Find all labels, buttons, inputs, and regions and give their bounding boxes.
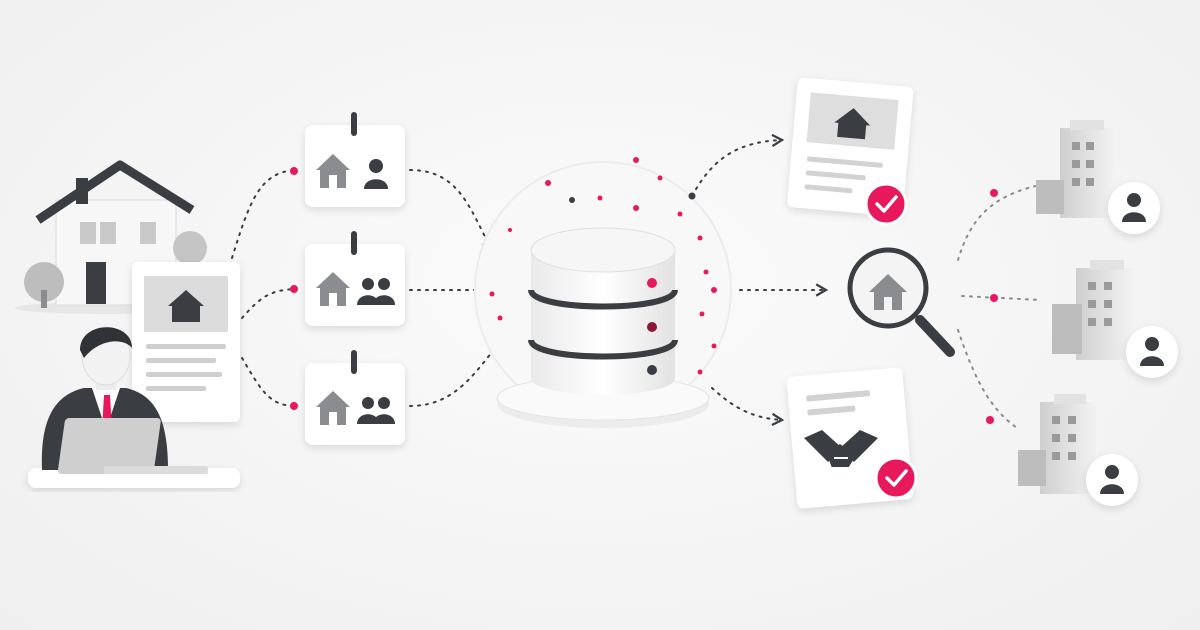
user-icon [1122, 193, 1146, 222]
connector-dot [290, 402, 298, 410]
handshake-icon [804, 430, 878, 469]
users-icon [357, 397, 395, 424]
users-icon [357, 278, 395, 305]
house-icon [316, 391, 350, 425]
user-icon [364, 159, 388, 189]
connector-dot [290, 285, 298, 293]
agent-connectors [231, 169, 297, 407]
user-icon [1140, 337, 1164, 366]
user-icon [1100, 465, 1124, 494]
signed-deal-document [786, 367, 918, 509]
database-to-output-connectors [691, 133, 829, 427]
building-icon [1052, 260, 1136, 360]
connector-dot [986, 416, 994, 424]
listing-card-family [305, 231, 405, 326]
search-to-buyer-connectors [957, 184, 1041, 431]
agent-at-desk [28, 326, 240, 488]
connector-dot [688, 192, 696, 200]
listing-card-owner [305, 112, 405, 207]
house-icon [316, 272, 350, 306]
house-icon [869, 274, 907, 310]
connector-dot [990, 189, 998, 197]
listing-card-group [305, 350, 405, 445]
connector-dot [990, 294, 998, 302]
building-icon [1018, 394, 1098, 494]
database-icon [474, 161, 732, 428]
approved-listing-document [787, 77, 914, 226]
buyer-avatar-3 [1086, 454, 1138, 506]
agent-listing-card [132, 262, 240, 422]
house-icon [316, 154, 350, 188]
data-particles [489, 157, 717, 375]
checkmark-icon [874, 456, 918, 500]
buyer-avatar-1 [1108, 182, 1160, 234]
connector-dot [290, 167, 298, 175]
property-search [847, 247, 955, 357]
checkmark-icon [864, 182, 908, 226]
buyer-avatar-2 [1126, 326, 1178, 378]
building-icon [1036, 120, 1116, 218]
